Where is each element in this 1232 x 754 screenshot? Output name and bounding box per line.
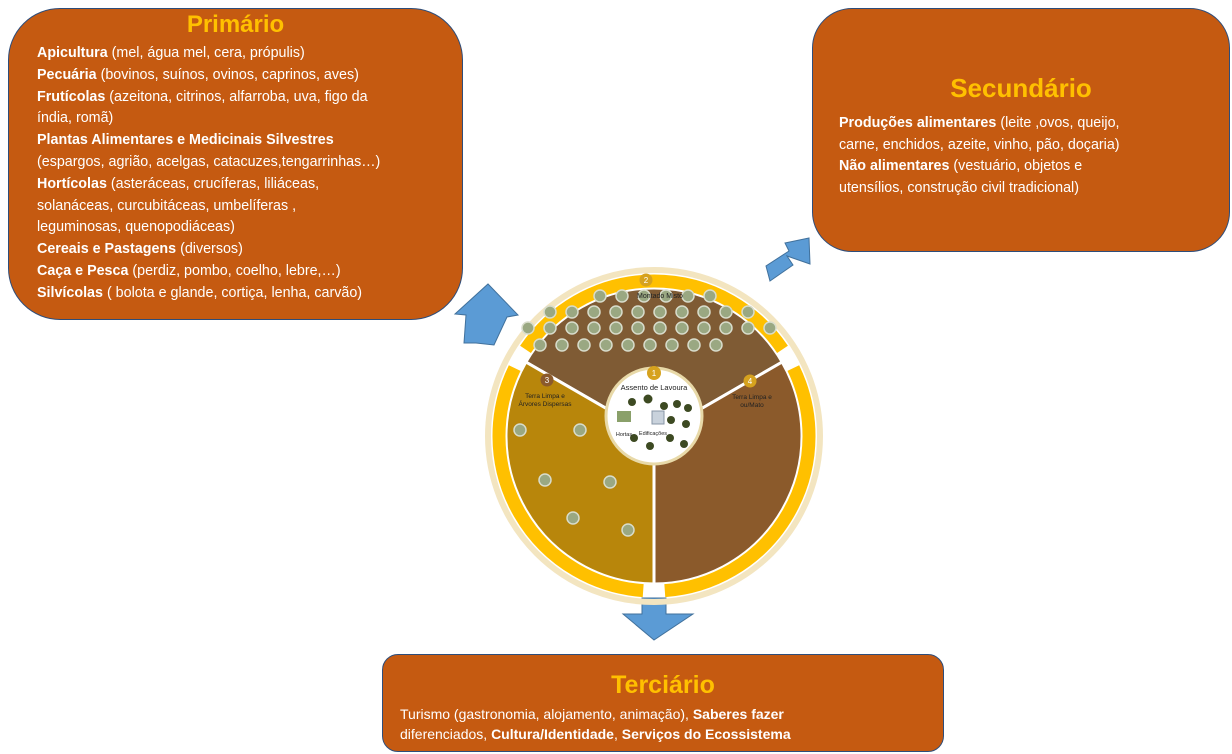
- zone3-number: 3: [545, 376, 550, 385]
- dispersed-tree: [573, 423, 587, 437]
- zone1-number: 1: [652, 369, 657, 378]
- primario-title: Primário: [186, 11, 285, 38]
- secundario-line: Produções alimentares (leite ,ovos, quei…: [839, 115, 1120, 131]
- secundario-line: utensílios, construção civil tradicional…: [839, 179, 1079, 196]
- arrow-to-primario-icon: [453, 283, 520, 346]
- montado-tree: [521, 321, 535, 335]
- zone2-badge: [639, 273, 653, 287]
- terciario-text: Turismo (gastronomia, alojamento, animaç…: [400, 705, 940, 744]
- montado-tree: [609, 321, 623, 335]
- montado-tree: [687, 338, 701, 352]
- primario-line: Plantas Alimentares e Medicinais Silvest…: [37, 132, 334, 149]
- primario-line: Silvícolas ( bolota e glande, cortiça, l…: [37, 284, 363, 301]
- outer-ring-glow: [485, 267, 823, 605]
- primario-line: Apicultura (mel, água mel, cera, própuli…: [37, 45, 305, 61]
- montado-tree: [665, 338, 679, 352]
- zone1-label: Assento de Lavoura: [621, 383, 689, 392]
- montado-tree: [609, 305, 623, 319]
- montado-tree: [543, 321, 557, 335]
- montado-tree: [587, 305, 601, 319]
- zone3-badge: [540, 373, 554, 387]
- zone3-label-2: Árvores Dispersas: [518, 399, 572, 408]
- ring-segment-zone4: [664, 365, 816, 598]
- zone1-badge: [647, 366, 661, 380]
- secundario-line: Não alimentares (vestuário, objetos e: [839, 158, 1083, 174]
- primario-line: índia, romã): [37, 110, 114, 127]
- montado-tree: [599, 338, 613, 352]
- montado-tree: [615, 289, 629, 303]
- dispersed-tree: [621, 523, 635, 537]
- dispersed-tree: [566, 511, 580, 525]
- montado-tree: [697, 321, 711, 335]
- dispersed-tree: [513, 423, 527, 437]
- zone2-label: Montado Misto: [637, 293, 683, 300]
- primario-line: Pecuária (bovinos, suínos, ovinos, capri…: [37, 66, 359, 83]
- terciario-box: Terciário Turismo (gastronomia, alojamen…: [382, 654, 944, 752]
- primario-box: Primário Apicultura (mel, água mel, cera…: [8, 8, 463, 320]
- dispersed-tree: [538, 473, 552, 487]
- assento-trees: [617, 394, 692, 450]
- primario-line: Caça e Pesca (perdiz, pombo, coelho, leb…: [37, 262, 341, 279]
- terciario-line: Turismo (gastronomia, alojamento, animaç…: [400, 706, 784, 722]
- montado-tree: [637, 289, 651, 303]
- montado-tree: [577, 338, 591, 352]
- zone4-label-1: Terra Limpa e: [732, 394, 772, 401]
- zone1-hortas: Hortas: [616, 432, 632, 438]
- zone4-number: 4: [748, 377, 753, 386]
- secundario-title: Secundário: [950, 73, 1092, 103]
- terciario-title: Terciário: [611, 671, 715, 699]
- ring-segment-zone2: [520, 274, 788, 353]
- primario-line: Hortícolas (asteráceas, crucíferas, lili…: [37, 175, 320, 192]
- montado-tree: [719, 305, 733, 319]
- arrow-to-secundario-icon: [765, 237, 811, 282]
- secundario-line: carne, enchidos, azeite, vinho, pão, doç…: [839, 136, 1120, 153]
- montado-tree: [741, 321, 755, 335]
- primario-list: Apicultura (mel, água mel, cera, própuli…: [37, 43, 457, 305]
- montado-tree: [719, 321, 733, 335]
- montado-tree: [593, 289, 607, 303]
- montado-tree: [681, 289, 695, 303]
- zone4-badge: [743, 374, 757, 388]
- montado-tree: [763, 321, 777, 335]
- montado-tree: [653, 305, 667, 319]
- montado-tree: [643, 338, 657, 352]
- montado-tree: [565, 321, 579, 335]
- montado-tree: [703, 289, 717, 303]
- montado-tree: [587, 321, 601, 335]
- zone2-number: 2: [644, 276, 649, 285]
- montado-tree: [675, 305, 689, 319]
- primario-line: (espargos, agrião, acelgas, catacuzes,te…: [37, 153, 381, 170]
- montado-tree: [533, 338, 547, 352]
- montado-tree: [543, 305, 557, 319]
- montado-tree: [709, 338, 723, 352]
- montado-tree: [631, 321, 645, 335]
- montado-tree: [565, 305, 579, 319]
- terciario-line: diferenciados, Cultura/Identidade, Servi…: [400, 725, 791, 742]
- primario-line: Frutícolas (azeitona, citrinos, alfarrob…: [37, 88, 368, 105]
- primario-line: Cereais e Pastagens (diversos): [37, 241, 243, 258]
- zone4-label-2: ou/Mato: [740, 402, 764, 409]
- secundario-list: Produções alimentares (leite ,ovos, quei…: [839, 113, 1219, 199]
- trees-group: [513, 289, 777, 537]
- dispersed-tree: [603, 475, 617, 489]
- montado-tree: [659, 289, 673, 303]
- montado-tree: [653, 321, 667, 335]
- secundario-box: Secundário Produções alimentares (leite …: [812, 8, 1230, 252]
- montado-tree: [631, 305, 645, 319]
- zone3-label-1: Terra Limpa e: [525, 393, 565, 400]
- zone1-edificacoes: Edificações: [639, 431, 667, 437]
- ring-segment-zone3: [492, 365, 644, 598]
- ring-segments: [492, 274, 816, 598]
- primario-line: solanáceas, curcubitáceas, umbelíferas ,: [37, 197, 297, 214]
- montado-tree: [621, 338, 635, 352]
- primario-line: leguminosas, quenopodiáceas): [37, 219, 235, 236]
- montado-tree: [697, 305, 711, 319]
- montado-tree: [675, 321, 689, 335]
- montado-tree: [555, 338, 569, 352]
- montado-tree: [741, 305, 755, 319]
